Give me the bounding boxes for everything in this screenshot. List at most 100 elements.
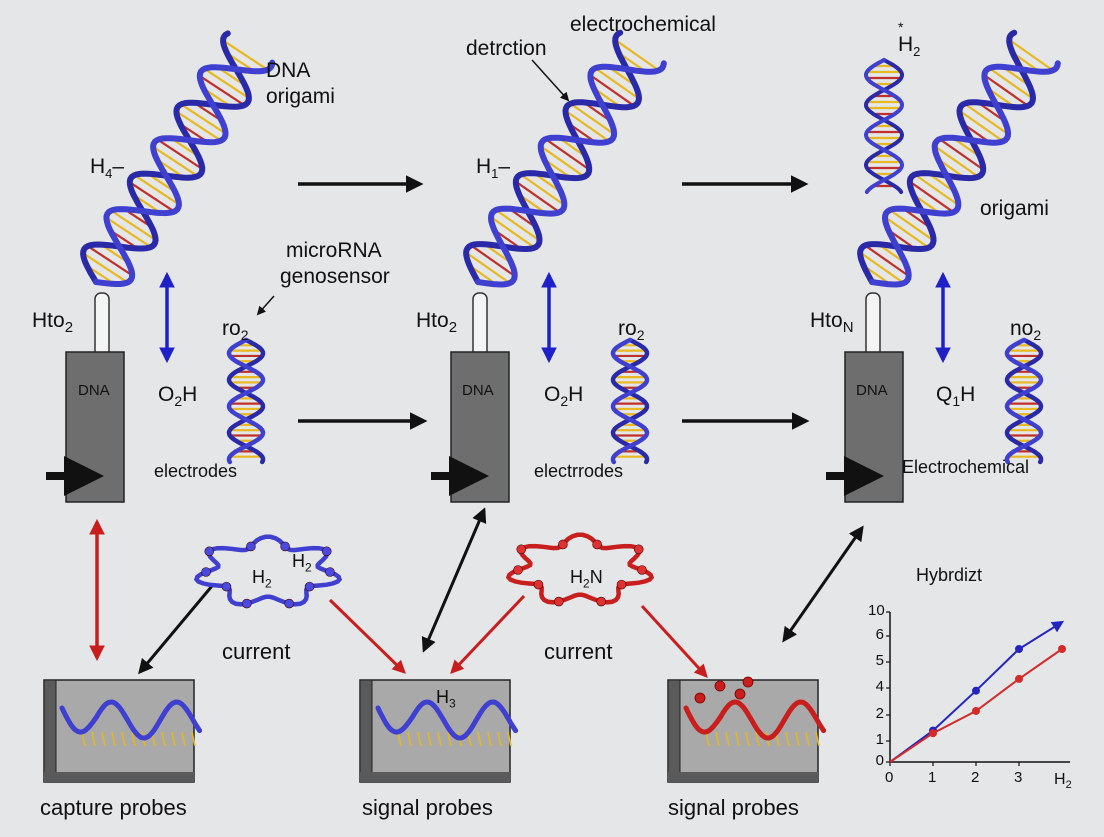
label-no2: no2 <box>1010 317 1042 344</box>
chart-ticks <box>886 611 1020 766</box>
base-pair <box>569 102 615 136</box>
base-pair <box>564 109 610 143</box>
genosensor-helix-2 <box>610 337 650 465</box>
base-tick <box>101 731 106 747</box>
base-pair <box>889 209 935 242</box>
y-tick-label: 4 <box>875 678 884 695</box>
base-tick <box>715 731 720 747</box>
label-ro2-2: ro2 <box>618 317 645 344</box>
base-tick <box>191 731 196 747</box>
hairpin-loops <box>193 532 655 609</box>
helix-backbone <box>463 29 643 285</box>
base-pair <box>222 39 269 71</box>
bead <box>694 692 706 704</box>
loop-bead <box>242 598 252 609</box>
label-signal-probes-2: signal probes <box>668 795 799 820</box>
chart-series <box>889 620 1066 763</box>
helix-backbone <box>226 337 266 465</box>
label-microrna: microRNA <box>286 239 382 262</box>
label-hton: HtoN <box>810 309 854 337</box>
loop-bead <box>516 544 527 555</box>
base-pair <box>520 173 566 207</box>
base-pair <box>82 252 129 284</box>
capture-strand <box>59 699 203 747</box>
base-pair <box>490 216 536 249</box>
loop-bead <box>513 565 523 575</box>
series-point-1 <box>1015 674 1023 683</box>
loop-bead <box>533 579 544 590</box>
base-pair <box>180 103 227 135</box>
loop-bead <box>204 546 215 557</box>
loop-bead <box>325 567 335 577</box>
base-pair <box>470 244 516 277</box>
dna-helices <box>80 29 1061 465</box>
label-h2-top: H2 <box>898 33 921 60</box>
base-tick <box>487 731 492 747</box>
bead <box>714 680 726 692</box>
base-pair <box>515 180 561 214</box>
base-pair <box>175 110 222 142</box>
base-tick <box>755 731 760 747</box>
label-origami-right: origami <box>980 197 1049 220</box>
label-o2h-2: O2H <box>544 383 584 410</box>
helix-backbone <box>863 58 905 194</box>
label-electrochemical-top: electrochemical <box>570 13 716 36</box>
label-genosensor: genosensor <box>280 265 390 288</box>
x-tick-label: 3 <box>1014 769 1023 786</box>
loop-bead <box>280 541 290 552</box>
label-h3-probe: H3 <box>436 687 456 711</box>
loop-bead <box>321 546 332 557</box>
series-point-1 <box>1058 645 1066 653</box>
base-tick <box>417 731 422 747</box>
loop-bead <box>221 581 232 592</box>
label-capture-probes: capture probes <box>40 795 187 820</box>
base-pair <box>199 74 245 107</box>
probe-box-capture <box>43 679 195 783</box>
helix-backbone <box>869 60 1061 288</box>
base-tick <box>427 731 432 747</box>
base-tick <box>397 731 402 747</box>
base-pair <box>540 145 585 178</box>
base-pair <box>614 38 660 72</box>
base-tick <box>507 731 512 747</box>
base-tick <box>111 731 116 747</box>
strand-path <box>59 699 203 741</box>
pointer-genosensor <box>256 295 275 316</box>
x-tick-label: 2 <box>971 769 980 786</box>
helix-backbone <box>1004 337 1044 465</box>
series-line-1 <box>889 648 1063 763</box>
base-pair <box>133 174 180 206</box>
base-pair <box>152 145 199 178</box>
base-tick <box>131 731 136 747</box>
base-pair <box>1008 38 1054 72</box>
origami-helix-3 <box>857 29 1061 288</box>
electrode-2-label: DNA <box>462 382 494 399</box>
loop-bead <box>616 579 627 590</box>
hybridization-chart <box>886 611 1070 766</box>
label-o2h-1: O2H <box>158 383 198 410</box>
helix-backbone <box>80 30 252 285</box>
loop-bead <box>637 565 647 575</box>
origami-helix-1 <box>80 30 276 287</box>
helix-backbone <box>226 337 266 465</box>
base-pair <box>983 74 1029 107</box>
origami-helix-2 <box>463 29 667 288</box>
probe-strands <box>59 676 827 747</box>
y-tick-label: 10 <box>868 602 885 619</box>
x-tick-label: 0 <box>885 769 894 786</box>
label-q1h: Q1H <box>936 383 976 410</box>
label-h4: H4– <box>90 155 125 182</box>
label-h2-loop-b: H2 <box>292 551 312 575</box>
helix-backbone <box>610 337 650 465</box>
arrow-red-loop-to-signal-2 <box>640 604 708 678</box>
base-pair <box>129 181 175 213</box>
base-tick <box>795 731 800 747</box>
small-helix-top <box>863 58 905 194</box>
loop-bead <box>596 596 606 607</box>
base-pair <box>884 216 930 249</box>
series-point-1 <box>972 706 980 715</box>
base-pair <box>589 74 635 107</box>
base-pair <box>909 180 955 214</box>
base-pair <box>594 67 640 100</box>
